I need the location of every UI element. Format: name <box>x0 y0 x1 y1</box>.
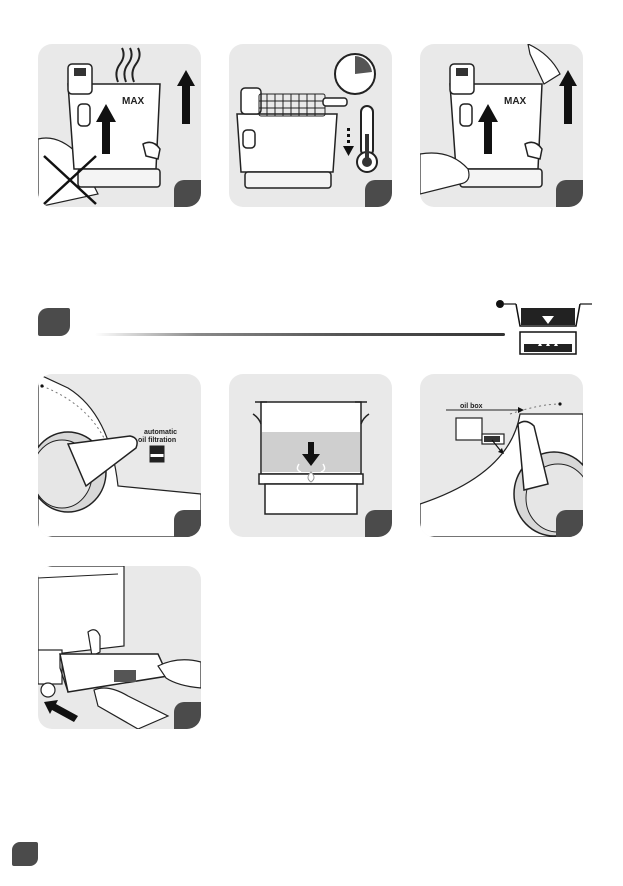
step-badge <box>556 510 583 537</box>
thermometer-icon <box>357 106 377 172</box>
section-divider <box>95 333 505 336</box>
section-marker <box>38 308 70 336</box>
figure-lift-basket-hot: MAX <box>38 44 201 207</box>
step-badge <box>174 702 201 729</box>
figure-oil-box-knob: oil box <box>420 374 583 537</box>
figure-lift-bowl: MAX <box>420 44 583 207</box>
step-badge <box>556 180 583 207</box>
page-number-marker <box>12 842 38 866</box>
steam-icon <box>116 48 139 82</box>
step-badge <box>174 180 201 207</box>
figure-oil-drains <box>229 374 392 537</box>
figure-remove-oil-box <box>38 566 201 729</box>
figure-drain-cool <box>229 44 392 207</box>
step-badge <box>174 510 201 537</box>
step-badge <box>365 510 392 537</box>
oil-box-label: oil box <box>460 403 483 410</box>
timer-icon <box>335 54 375 94</box>
max-label: MAX <box>504 96 527 107</box>
figure-automatic-filtration-knob: automatic oil filtration <box>38 374 201 537</box>
pull-arrow-icon <box>44 700 78 722</box>
max-label: MAX <box>122 96 145 107</box>
filter-drain-icon <box>494 296 594 362</box>
filtration-label-line2: oil filtration <box>138 437 176 444</box>
filtration-label-line1: automatic <box>144 429 177 436</box>
down-arrow-icon <box>343 128 354 156</box>
step-badge <box>365 180 392 207</box>
